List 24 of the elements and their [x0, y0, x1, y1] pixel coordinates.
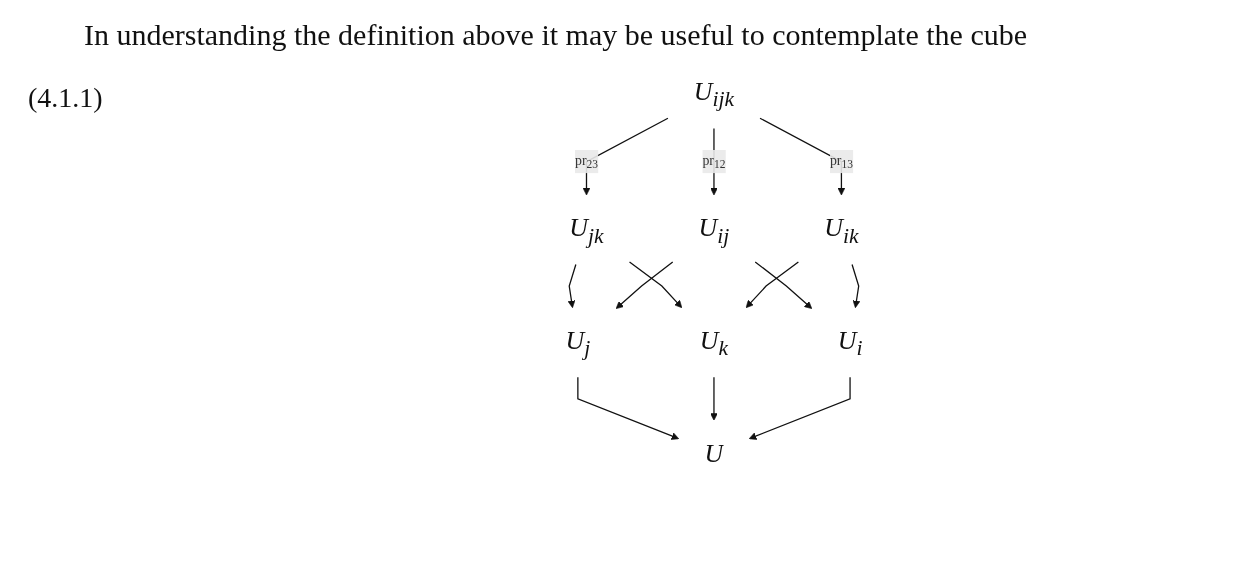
- arrow: [754, 261, 813, 309]
- edge-label: pr$_{12}$: [702, 152, 726, 171]
- equation-number: (4.1.1): [28, 82, 104, 114]
- arrow: [745, 261, 800, 309]
- node-text: U$_{jk}$: [569, 213, 604, 247]
- edge-label: pr$_{13}$: [829, 152, 853, 171]
- arrow: [759, 117, 846, 196]
- arrow: [615, 261, 674, 309]
- arrow: [710, 376, 718, 421]
- edge-label: pr$_{23}$: [575, 152, 599, 171]
- arrow: [628, 261, 683, 309]
- node-text: U$_{k}$: [699, 325, 729, 360]
- arrow: [577, 376, 680, 440]
- paragraph: In understanding the definition above it may be useful to contemplate the cube: [83, 18, 1029, 52]
- node-text: U$_{ijk}$: [693, 77, 735, 111]
- node-text: U$_{ij}$: [698, 213, 730, 247]
- arrow: [748, 376, 851, 440]
- arrow: [567, 263, 577, 309]
- arrow: [851, 263, 861, 309]
- node-text: U$_{i}$: [837, 325, 863, 360]
- arrow: [710, 127, 718, 196]
- arrow: [582, 117, 669, 196]
- node-text: U$_{j}$: [565, 325, 591, 360]
- node-text: U$_{ik}$: [824, 213, 859, 247]
